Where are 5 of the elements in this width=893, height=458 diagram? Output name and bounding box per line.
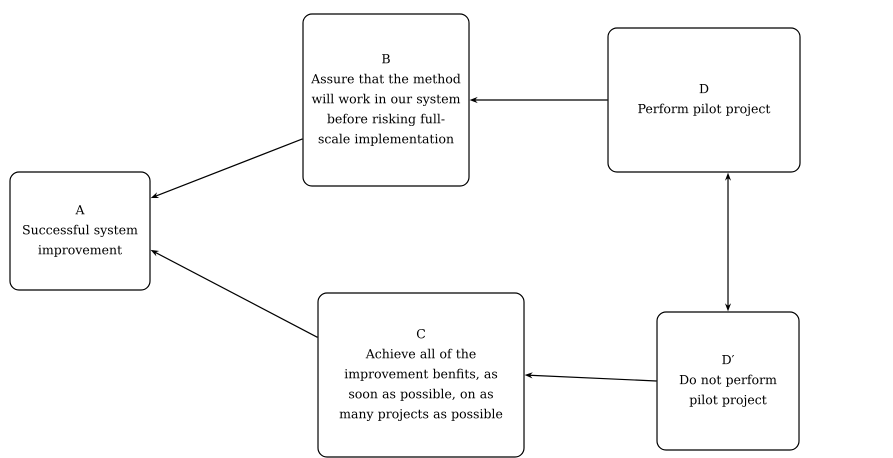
process-box: B Assure that the method will work in our system before risking full-scale implementation bbox=[302, 13, 470, 187]
process-box: D Perform pilot project bbox=[607, 27, 801, 173]
process-box: A Successful system improvement bbox=[9, 171, 151, 291]
process-box: D′ Do not perform pilot project bbox=[656, 311, 800, 451]
process-box: C Achieve all of the improvement benfits, as soon as possible, on as many projects as possible bbox=[317, 292, 525, 458]
